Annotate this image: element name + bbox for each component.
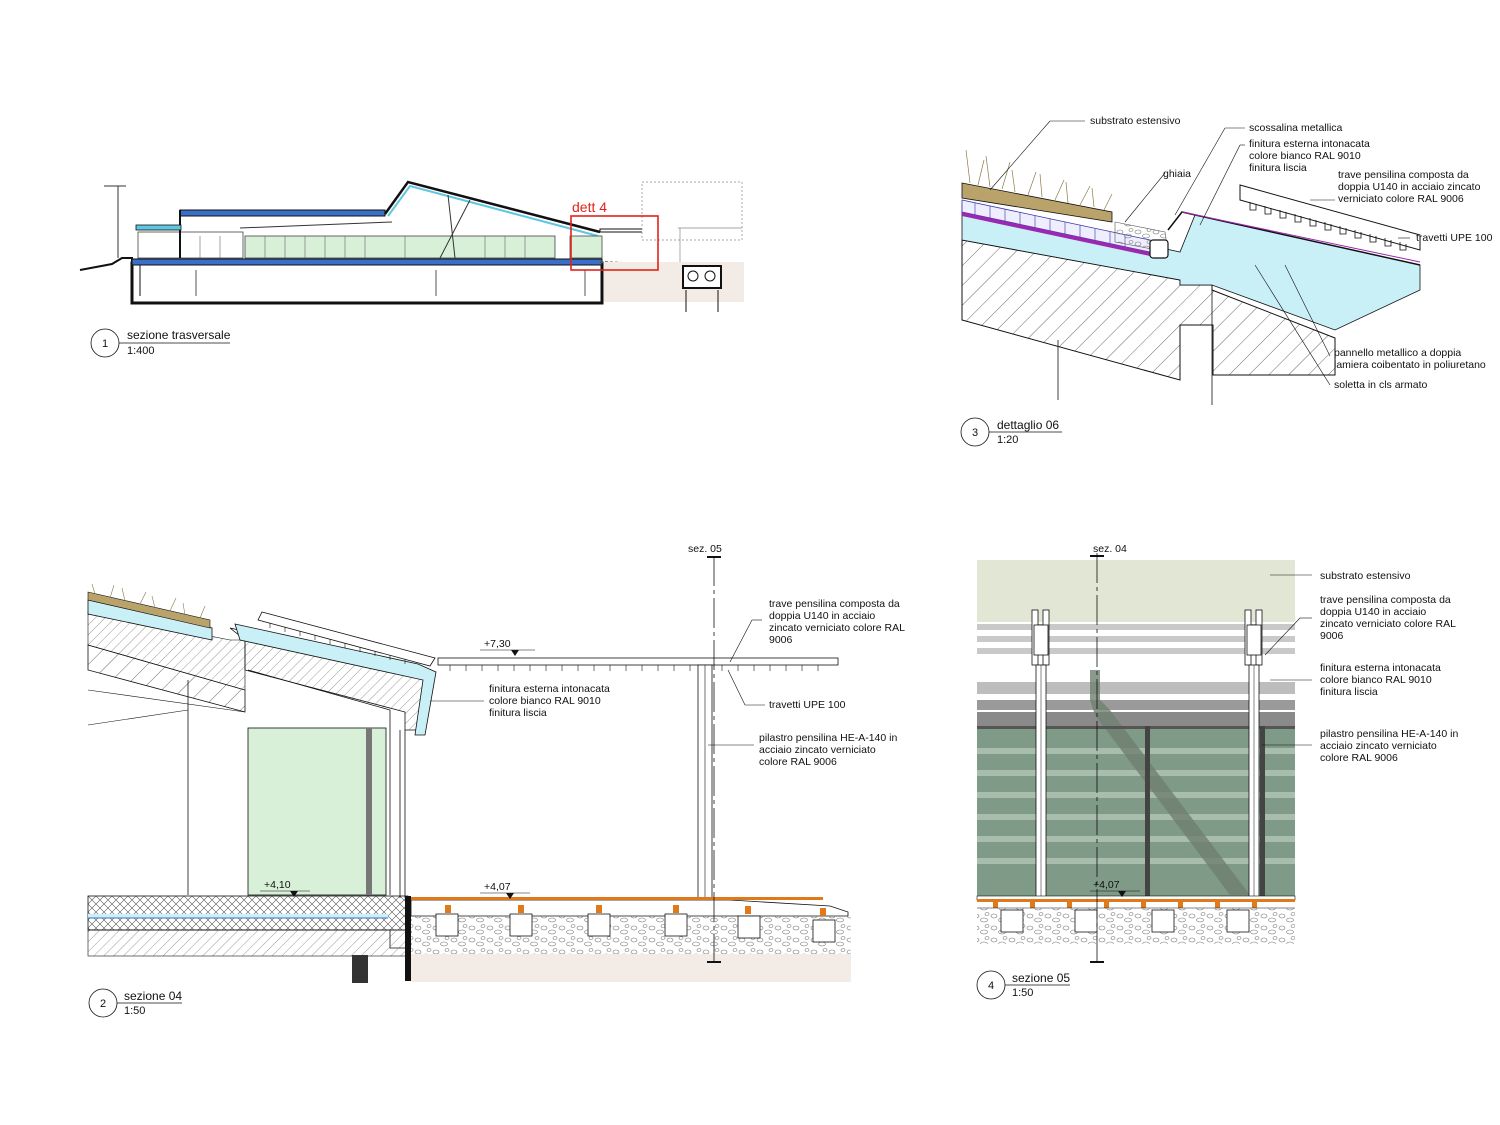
label-column-2: acciaio zincato verniciato: [759, 744, 876, 756]
label-column-1: pilastro pensilina HE-A-140 in: [1320, 728, 1458, 740]
label-beam-1: trave pensilina composta da: [769, 598, 900, 610]
label-column-3: colore RAL 9006: [759, 756, 837, 768]
label-finish-3: finitura liscia: [1249, 162, 1307, 174]
label-finish-1: finitura esterna intonacata: [489, 683, 610, 695]
section-cut-marker: sez. 04: [1093, 543, 1127, 555]
label-beam-2: doppia U140 in acciaio: [769, 610, 875, 622]
title-block-2: 2 sezione 04 1:50: [88, 988, 182, 1018]
label-beam-1: trave pensilina composta da: [1338, 169, 1469, 181]
detail-marker-label: dett 4: [572, 199, 607, 215]
label-finish-1: finitura esterna intonacata: [1249, 138, 1370, 150]
drawing-number: 2: [100, 998, 106, 1010]
label-beam-4: 9006: [1320, 630, 1344, 642]
label-column-3: colore RAL 9006: [1320, 752, 1398, 764]
label-beam-2: doppia U140 in acciaio zincato: [1338, 181, 1481, 193]
label-beam-3: zincato verniciato colore RAL: [1320, 618, 1456, 630]
section-2-drawing: sez. 05 +7,30 +4,10 +4,07 trave pensilin…: [87, 543, 905, 983]
level-4-07: +4,07: [484, 881, 511, 893]
label-beam-3: zincato verniciato colore RAL: [769, 622, 905, 634]
title-block-1: 1 sezione trasversale 1:400: [90, 328, 231, 358]
label-finish-3: finitura liscia: [1320, 686, 1378, 698]
drawing-number: 3: [972, 427, 978, 439]
label-finish-1: finitura esterna intonacata: [1320, 662, 1441, 674]
title-block-4: 4 sezione 05 1:50: [976, 970, 1070, 1000]
label-finish-2: colore bianco RAL 9010: [489, 695, 601, 707]
title-block-3: 3 dettaglio 06 1:20: [960, 417, 1062, 447]
label-substrate: substrato estensivo: [1320, 570, 1411, 582]
detail-3-drawing: substrato estensivo ghiaia scossalina me…: [961, 115, 1493, 405]
drawing-title: sezione 04: [124, 989, 182, 1003]
section-1-drawing: dett 4: [79, 180, 744, 312]
section-cut-marker: sez. 05: [688, 543, 722, 555]
drawing-scale: 1:20: [997, 434, 1018, 446]
label-beam-1: trave pensilina composta da: [1320, 594, 1451, 606]
label-finish-2: colore bianco RAL 9010: [1249, 150, 1361, 162]
drawing-title: dettaglio 06: [997, 418, 1059, 432]
level-7-30: +7,30: [484, 638, 511, 650]
label-flashing: scossalina metallica: [1249, 122, 1343, 134]
drawing-scale: 1:50: [1012, 987, 1033, 999]
drawing-scale: 1:50: [124, 1005, 145, 1017]
label-panel-1: pannello metallico a doppia: [1334, 347, 1461, 359]
label-gravel: ghiaia: [1163, 168, 1191, 180]
detail-marker-box: [570, 215, 659, 271]
label-upe: travetti UPE 100: [769, 699, 846, 711]
drawing-number: 4: [988, 980, 994, 992]
level-4-10: +4,10: [264, 879, 291, 891]
label-column-2: acciaio zincato verniciato: [1320, 740, 1437, 752]
label-finish-2: colore bianco RAL 9010: [1320, 674, 1432, 686]
drawing-scale: 1:400: [127, 345, 155, 357]
label-substrate: substrato estensivo: [1090, 115, 1181, 127]
section-4-drawing: sez. 04 +4,07 substrato estensivo trave …: [976, 543, 1458, 963]
label-column-1: pilastro pensilina HE-A-140 in: [759, 732, 897, 744]
label-upe: travetti UPE 100: [1416, 232, 1493, 244]
drawing-number: 1: [102, 338, 108, 350]
label-beam-3: verniciato colore RAL 9006: [1338, 193, 1464, 205]
drawing-title: sezione 05: [1012, 971, 1070, 985]
label-finish-3: finitura liscia: [489, 707, 547, 719]
label-beam-2: doppia U140 in acciaio: [1320, 606, 1426, 618]
label-beam-4: 9006: [769, 634, 793, 646]
label-panel-2: lamiera coibentato in poliuretano: [1334, 359, 1486, 371]
drawing-title: sezione trasversale: [127, 328, 231, 342]
label-slab: soletta in cls armato: [1334, 379, 1428, 391]
level-4-07: +4,07: [1093, 879, 1120, 891]
